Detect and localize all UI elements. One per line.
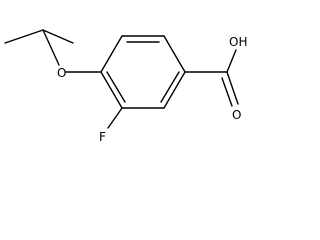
ring-bond-4 bbox=[163, 71, 186, 109]
bond-carbonyl-outer bbox=[226, 71, 239, 105]
ring-double-bond-right bbox=[160, 71, 180, 103]
ring-bond-3 bbox=[163, 35, 186, 73]
bond-isopropyl-right bbox=[42, 29, 74, 44]
ring-double-bond-left bbox=[106, 71, 126, 103]
structure-diagram: O OH O F bbox=[4, 29, 247, 144]
carbonyl-oxygen-label: O bbox=[232, 108, 241, 122]
ether-oxygen-label: O bbox=[57, 66, 66, 80]
bond-isopropyl-left bbox=[4, 29, 44, 44]
bond-ring-fluorine bbox=[107, 107, 123, 129]
bond-carboxyl-hydroxyl bbox=[226, 49, 237, 73]
ring-bond-1 bbox=[100, 35, 123, 73]
ring-bond-6 bbox=[100, 71, 123, 109]
bond-isopropyl-oxygen bbox=[42, 29, 60, 66]
fluorine-label: F bbox=[99, 130, 106, 144]
hydroxyl-label: OH bbox=[229, 35, 247, 49]
bond-carbonyl-inner bbox=[221, 77, 233, 107]
molecule-canvas: O OH O F bbox=[4, 29, 247, 144]
